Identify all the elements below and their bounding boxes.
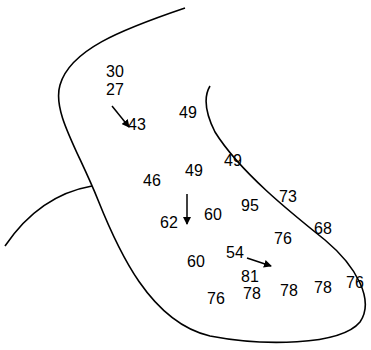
measurement-value: 54 — [226, 245, 244, 261]
measurement-value: 73 — [279, 189, 297, 205]
measurement-value: 46 — [143, 173, 161, 189]
measurement-value: 30 — [106, 64, 124, 80]
measurement-value: 95 — [241, 198, 259, 214]
measurement-value: 76 — [274, 231, 292, 247]
measurement-value: 68 — [314, 221, 332, 237]
adjacent-outline — [5, 186, 92, 246]
measurement-value: 78 — [243, 286, 261, 302]
flow-arrow — [247, 258, 271, 266]
measurement-value: 49 — [185, 163, 203, 179]
measurement-value: 60 — [187, 254, 205, 270]
measurement-value: 43 — [128, 117, 146, 133]
region-outline — [59, 8, 366, 342]
measurement-value: 76 — [346, 275, 364, 291]
measurement-value: 60 — [204, 207, 222, 223]
measurement-value: 76 — [207, 291, 225, 307]
measurement-value: 62 — [160, 215, 178, 231]
measurement-value: 27 — [106, 82, 124, 98]
flow-arrow — [112, 106, 129, 127]
measurement-value: 49 — [179, 105, 197, 121]
measurement-value: 81 — [241, 269, 259, 285]
measurement-value: 49 — [224, 153, 242, 169]
measurement-value: 78 — [280, 283, 298, 299]
flow-arrow — [186, 194, 188, 224]
measurement-value: 78 — [314, 280, 332, 296]
